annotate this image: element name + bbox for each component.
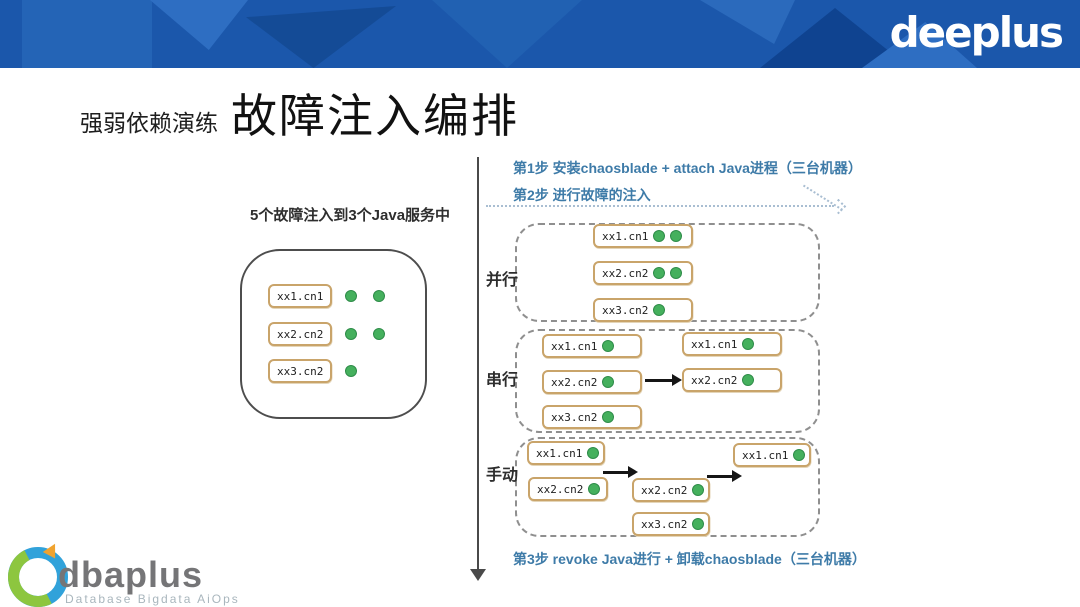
manual-arrow-icon-2 (707, 470, 742, 482)
fault-dots (588, 483, 601, 495)
fault-dots (653, 230, 683, 242)
fault-dots (653, 304, 666, 316)
page-title: 故障注入编排 (231, 91, 519, 142)
service-name: xx2.cn2 (641, 483, 688, 497)
service-row: xx2.cn2 (268, 322, 386, 346)
manual-stage2-box-2: xx3.cn2 (632, 512, 710, 536)
fault-dots (602, 340, 615, 352)
service-row: xx3.cn2 (268, 359, 358, 383)
service-name: xx1.cn1 (742, 448, 789, 462)
manual-arrow-icon-1 (603, 466, 638, 478)
manual-label: 手动 (486, 467, 519, 484)
serial-stage1-box-1: xx1.cn1 (542, 334, 642, 358)
service-box: xx2.cn2 (268, 322, 333, 346)
serial-stage1-box-2: xx2.cn2 (542, 370, 642, 394)
serial-arrow-icon (645, 374, 682, 386)
service-name: xx1.cn1 (551, 339, 598, 353)
service-name: xx1.cn1 (602, 229, 649, 243)
serial-group (515, 329, 820, 433)
left-caption: 5个故障注入到3个Java服务中 (250, 207, 451, 224)
top-banner: deeplus (0, 0, 1080, 68)
service-name: xx1.cn1 (277, 289, 324, 303)
fault-dots (742, 338, 755, 350)
dbaplus-tagline: Database Bigdata AiOps (65, 592, 240, 606)
flow-arrow-down-icon (470, 569, 486, 581)
banner-shape (22, 0, 152, 68)
manual-stage3-box-1: xx1.cn1 (733, 443, 811, 467)
service-name: xx2.cn2 (551, 375, 598, 389)
service-name: xx2.cn2 (277, 327, 324, 341)
flow-line (477, 157, 479, 571)
service-name: xx1.cn1 (691, 337, 738, 351)
banner-shape (150, 0, 248, 50)
service-name: xx3.cn2 (551, 410, 598, 424)
service-name: xx2.cn2 (602, 266, 649, 280)
dbaplus-brand: dbaplus (58, 554, 204, 595)
service-name: xx3.cn2 (277, 364, 324, 378)
fault-dots (345, 328, 386, 340)
serial-stage1-box-3: xx3.cn2 (542, 405, 642, 429)
banner-shape (432, 0, 582, 68)
service-box: xx3.cn2 (268, 359, 333, 383)
parallel-box-2: xx2.cn2 (593, 261, 693, 285)
step-3-text: 第3步 revoke Java进行 + 卸载chaosblade（三台机器） (513, 551, 866, 567)
services-container: xx1.cn1 xx2.cn2 xx3.cn2 (240, 249, 427, 419)
deeplus-logo: deeplus (889, 8, 1064, 57)
service-name: xx1.cn1 (536, 446, 583, 460)
fault-dots (602, 376, 615, 388)
manual-stage2-box-1: xx2.cn2 (632, 478, 710, 502)
manual-stage1-box-1: xx1.cn1 (527, 441, 605, 465)
fault-dots (692, 484, 705, 496)
service-name: xx3.cn2 (641, 517, 688, 531)
service-name: xx2.cn2 (691, 373, 738, 387)
banner-shape (700, 0, 795, 44)
fault-dots (692, 518, 705, 530)
parallel-box-3: xx3.cn2 (593, 298, 693, 322)
parallel-label: 并行 (486, 272, 519, 289)
manual-group (515, 437, 820, 537)
service-box: xx1.cn1 (268, 284, 333, 308)
service-row: xx1.cn1 (268, 284, 386, 308)
parallel-box-1: xx1.cn1 (593, 224, 693, 248)
step-1-text: 第1步 安装chaosblade + attach Java进程（三台机器） (513, 160, 862, 176)
fault-dots (587, 447, 600, 459)
fault-dots (653, 267, 683, 279)
service-name: xx2.cn2 (537, 482, 584, 496)
serial-label: 串行 (486, 372, 519, 389)
service-name: xx3.cn2 (602, 303, 649, 317)
fault-dots (345, 290, 386, 302)
fault-dots (793, 449, 806, 461)
fault-dots (345, 365, 358, 377)
banner-shape (246, 6, 396, 68)
dbaplus-logo-icon (8, 547, 68, 607)
serial-stage2-box-2: xx2.cn2 (682, 368, 782, 392)
dotted-divider (486, 205, 834, 207)
fault-dots (602, 411, 615, 423)
fault-dots (742, 374, 755, 386)
serial-stage2-box-1: xx1.cn1 (682, 332, 782, 356)
step-2-text: 第2步 进行故障的注入 (513, 187, 651, 203)
manual-stage1-box-2: xx2.cn2 (528, 477, 608, 501)
slide-eyebrow: 强弱依赖演练 (80, 111, 218, 136)
